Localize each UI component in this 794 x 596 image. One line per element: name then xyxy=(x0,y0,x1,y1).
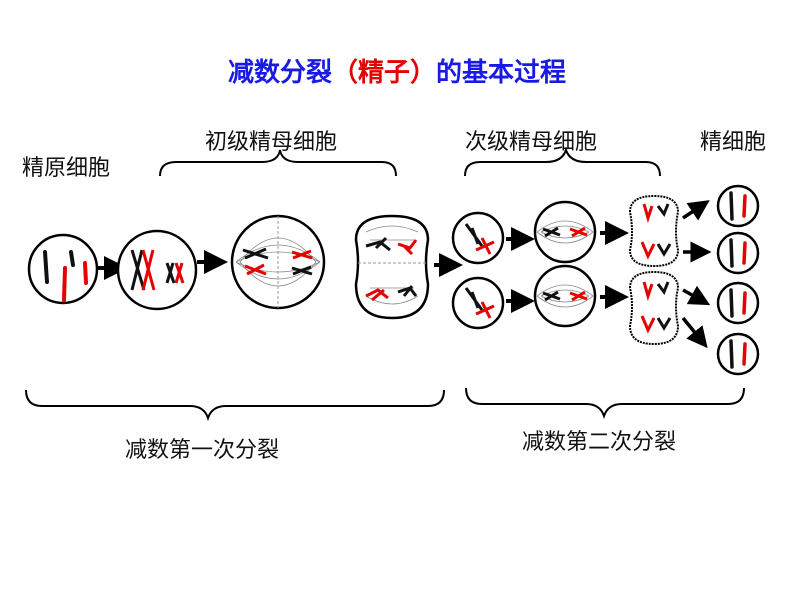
label-spermatogonium: 精原细胞 xyxy=(22,156,111,181)
title-part-process: 的基本过程 xyxy=(436,58,567,88)
cell-metaphase-1 xyxy=(230,214,326,310)
cell-secondary-bottom xyxy=(451,276,505,330)
cell-spermatid-1 xyxy=(716,184,760,228)
cell-spermatid-2 xyxy=(716,231,760,275)
label-meiosis-2: 减数第二次分裂 xyxy=(522,430,677,455)
arrow-6c xyxy=(682,285,711,306)
arrow-6d xyxy=(681,316,708,349)
title-part-sperm: （精子） xyxy=(331,58,436,88)
label-spermatid: 精细胞 xyxy=(700,130,767,155)
cell-spermatogonium xyxy=(27,233,99,305)
brace-primary xyxy=(159,149,397,177)
brace-meiosis-2 xyxy=(465,387,745,420)
cell-anaphase-2-top xyxy=(628,194,680,268)
brace-secondary xyxy=(464,146,661,177)
arrow-6a xyxy=(682,200,710,221)
label-meiosis-1: 减数第一次分裂 xyxy=(125,438,280,463)
cell-spermatid-3 xyxy=(716,281,760,325)
cell-secondary-top xyxy=(451,211,505,265)
label-secondary-spermatocyte: 次级精母细胞 xyxy=(465,130,598,155)
cell-tetrads xyxy=(116,229,198,311)
cell-metaphase-2-top xyxy=(533,200,597,264)
cell-anaphase-2-bottom xyxy=(628,270,680,346)
cell-anaphase-1 xyxy=(354,214,430,320)
cell-spermatid-4 xyxy=(716,332,760,376)
cell-metaphase-2-bottom xyxy=(533,264,597,328)
label-primary-spermatocyte: 初级精母细胞 xyxy=(205,130,338,155)
title-part-meiosis: 减数分裂 xyxy=(227,58,332,88)
brace-meiosis-1 xyxy=(25,389,445,422)
page-title: 减数分裂（精子）的基本过程 xyxy=(0,52,794,89)
